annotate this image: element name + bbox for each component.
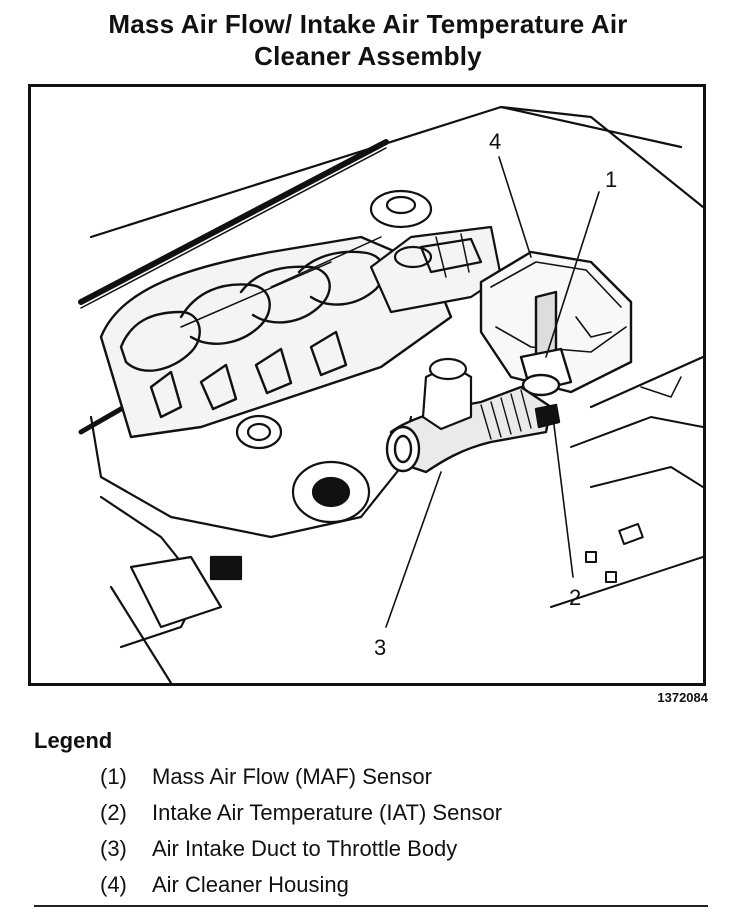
callout-leader-2 (552, 416, 574, 578)
legend-heading: Legend (34, 728, 113, 753)
coolant-reservoir (369, 189, 503, 314)
callout-leader-1 (545, 191, 600, 358)
fender-area (550, 376, 703, 608)
legend-item: (1) Mass Air Flow (MAF) Sensor (100, 760, 502, 796)
legend-item: (3) Air Intake Duct to Throttle Body (100, 832, 502, 868)
fender-line-lower-right (589, 355, 703, 409)
legend-item-text: Air Cleaner Housing (152, 872, 349, 897)
fender-line-right (499, 105, 703, 209)
maf-sensor (519, 290, 573, 397)
brake-fluid-reservoir (421, 357, 473, 431)
callout-label-1: 1 (605, 167, 617, 192)
callout-label-4: 4 (489, 129, 501, 154)
legend-item-text: Mass Air Flow (MAF) Sensor (152, 764, 432, 789)
strut-tower-bar (78, 139, 389, 305)
legend-item: (2) Intake Air Temperature (IAT) Sensor (100, 796, 502, 832)
legend-item-number: (4) (100, 872, 127, 897)
legend-item-text: Air Intake Duct to Throttle Body (152, 836, 458, 861)
callout-leader-4 (498, 156, 532, 258)
intake-manifold (99, 235, 453, 439)
air-intake-duct (385, 385, 561, 474)
bottom-divider (34, 905, 708, 907)
diagram-title-line-1: Mass Air Flow/ Intake Air Temperature Ai… (108, 9, 628, 39)
legend-item-number: (2) (100, 800, 127, 825)
engine-bay-drawing: 1 2 3 4 (78, 105, 703, 683)
engine-illustration-frame: 1 2 3 4 (28, 84, 706, 686)
legend-item-number: (1) (100, 764, 127, 789)
legend-item: (4) Air Cleaner Housing (100, 868, 502, 904)
callout-leader-3 (385, 471, 442, 628)
callout-label-3: 3 (374, 635, 386, 660)
callout-label-2: 2 (569, 585, 581, 610)
figure-id: 1372084 (657, 690, 708, 705)
legend-item-number: (3) (100, 836, 127, 861)
diagram-title-line-2: Cleaner Assembly (254, 41, 482, 71)
iat-sensor (534, 403, 561, 429)
legend-item-text: Intake Air Temperature (IAT) Sensor (152, 800, 503, 825)
engine-lower-block (89, 414, 413, 683)
legend-list: (1) Mass Air Flow (MAF) Sensor (2) Intake … (100, 760, 502, 904)
